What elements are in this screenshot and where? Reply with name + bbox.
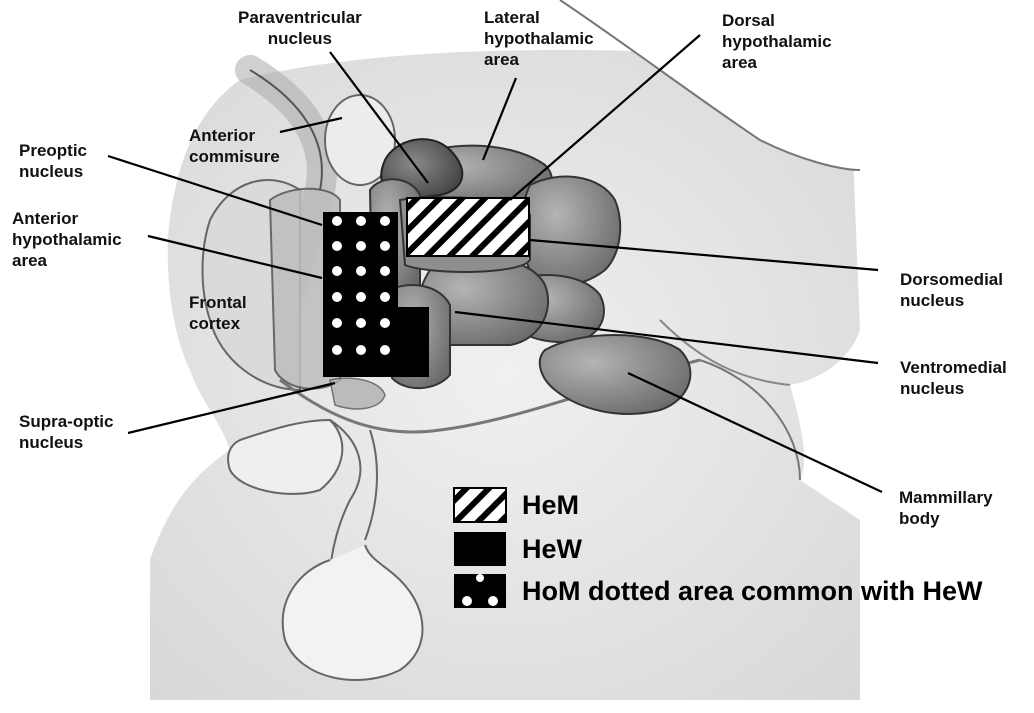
label-dorsal-hypothalamic-area: Dorsal hypothalamic area <box>722 10 832 73</box>
label-preoptic-nucleus: Preoptic nucleus <box>19 140 87 182</box>
label-paraventricular-nucleus: Paraventricular nucleus <box>238 7 362 49</box>
label-frontal-cortex: Frontal cortex <box>189 292 247 334</box>
legend-label-hem: HeM <box>522 489 579 521</box>
hew-solid-extension <box>396 307 429 377</box>
label-supra-optic-nucleus: Supra-optic nucleus <box>19 411 113 453</box>
legend-swatch-hew <box>454 532 506 566</box>
legend-swatch-hem <box>454 488 506 522</box>
label-ventromedial-nucleus: Ventromedial nucleus <box>900 357 1007 399</box>
label-dorsomedial-nucleus: Dorsomedial nucleus <box>900 269 1003 311</box>
legend-label-hew: HeW <box>522 533 582 565</box>
label-anterior-commisure: Anterior commisure <box>189 125 280 167</box>
legend-swatches <box>454 488 506 608</box>
label-lateral-hypothalamic-area: Lateral hypothalamic area <box>484 7 594 70</box>
label-mammillary-body: Mammillary body <box>899 487 993 529</box>
legend-label-hom: HoM dotted area common with HeW <box>522 575 983 607</box>
label-anterior-hypothalamic-area: Anterior hypothalamic area <box>12 208 122 271</box>
hem-hatched-region <box>407 198 529 256</box>
dorsomedial-nucleus <box>522 177 620 285</box>
